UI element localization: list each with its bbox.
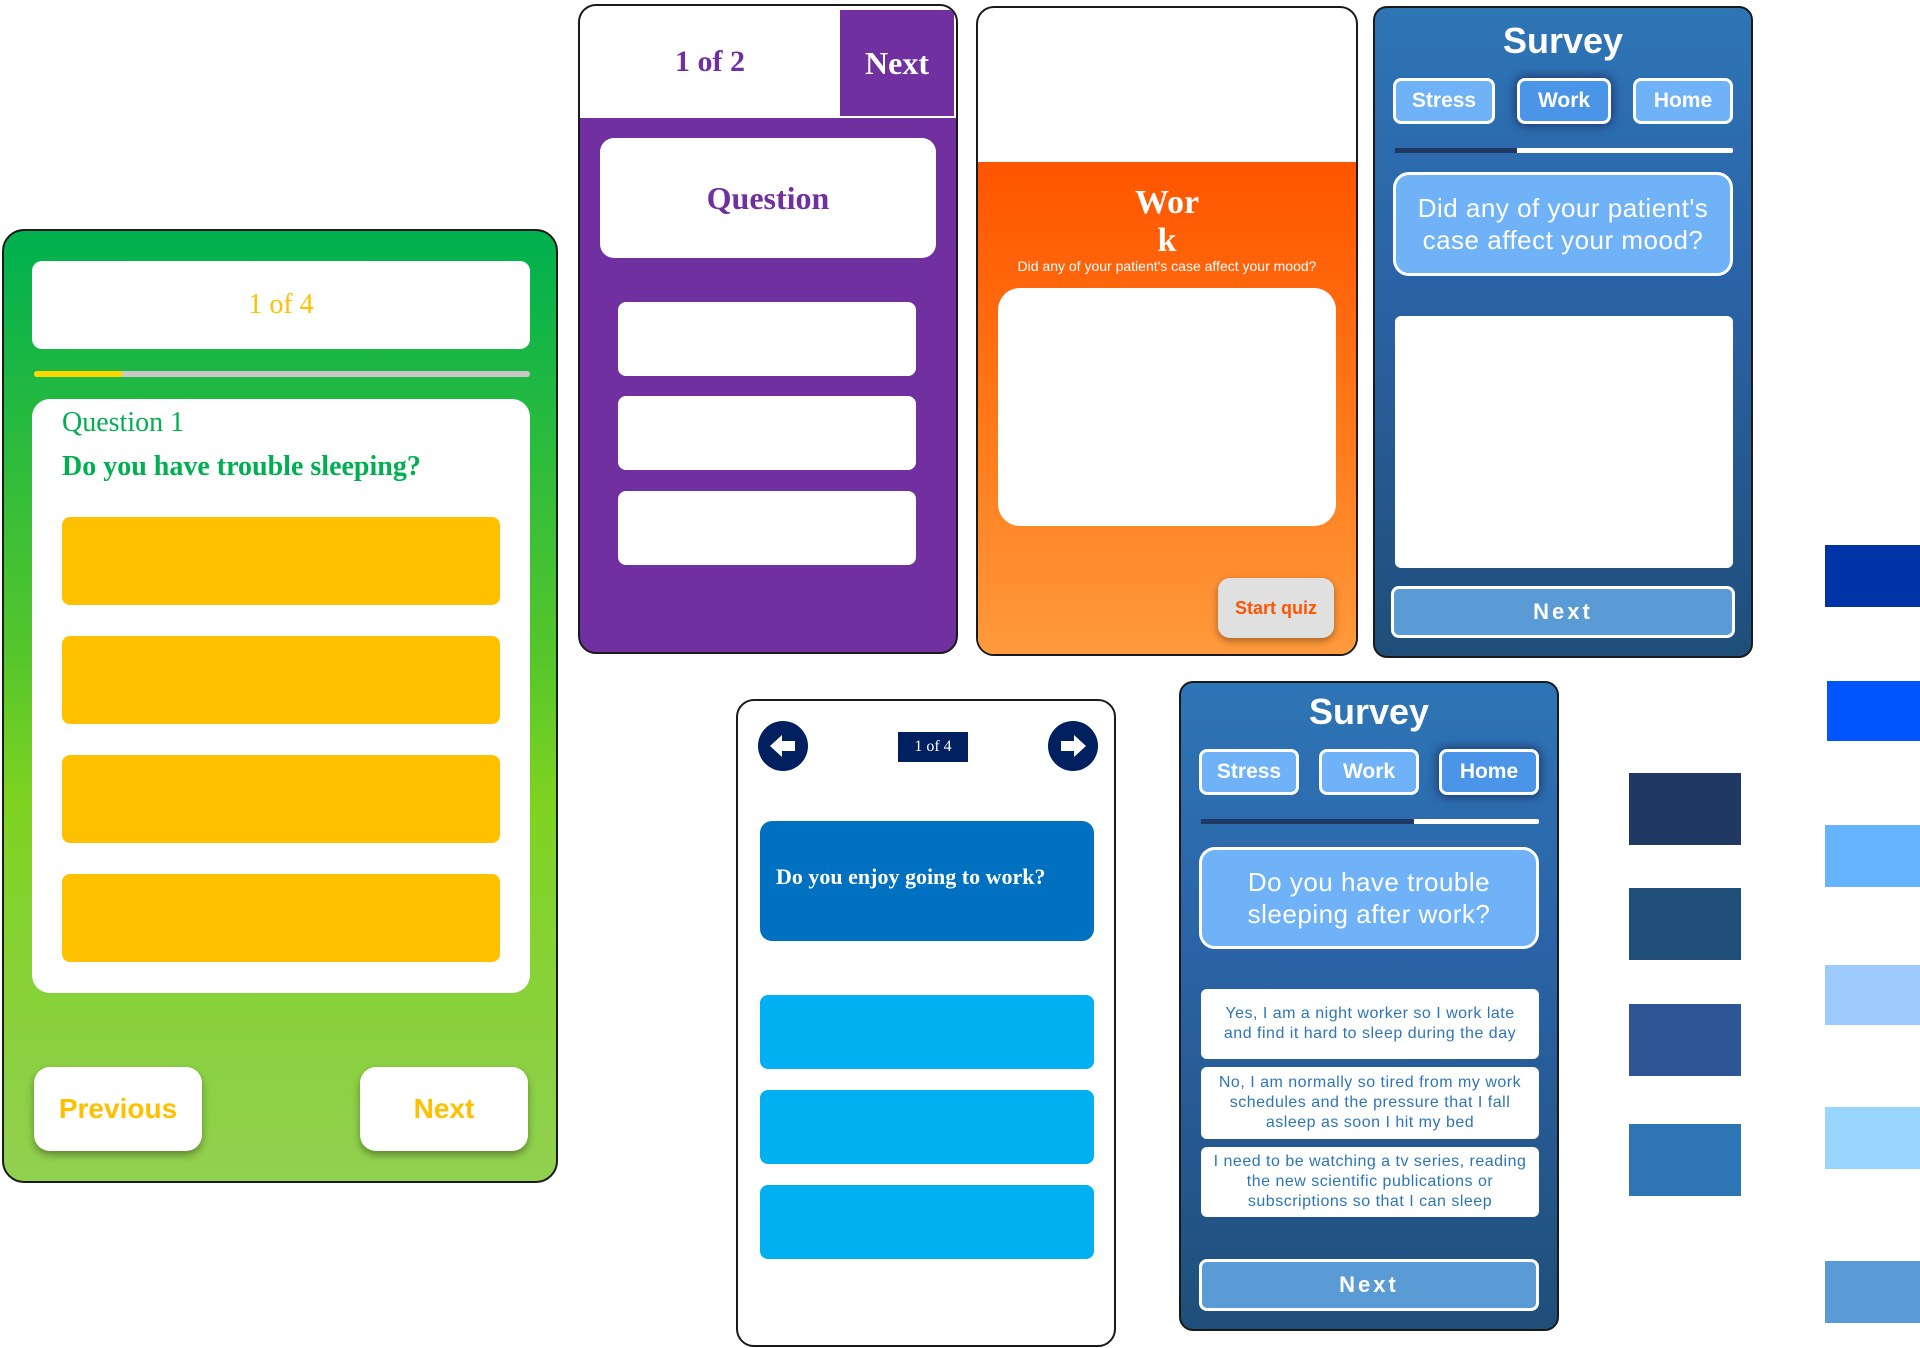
question-box: Question: [600, 138, 936, 258]
arrow-right-icon[interactable]: [1048, 721, 1098, 771]
answer-option[interactable]: [760, 1090, 1094, 1164]
content-box: [998, 288, 1336, 526]
next-button[interactable]: Next: [840, 10, 954, 116]
answer-option[interactable]: I need to be watching a tv series, readi…: [1201, 1147, 1539, 1217]
next-button[interactable]: Next: [1199, 1259, 1539, 1311]
palette-swatch: [1629, 1124, 1741, 1196]
survey-title: Survey: [1308, 691, 1430, 732]
tab-home[interactable]: Home: [1439, 749, 1539, 795]
tab-work[interactable]: Work: [1319, 749, 1419, 795]
answer-option[interactable]: Yes, I am a night worker so I work late …: [1201, 989, 1539, 1059]
palette-swatch: [1827, 681, 1920, 741]
arrow-left-icon[interactable]: [758, 721, 808, 771]
answer-option[interactable]: [618, 491, 916, 565]
question-counter: 1 of 4: [898, 732, 968, 762]
palette-swatch: [1825, 825, 1920, 887]
answer-option[interactable]: [62, 636, 500, 724]
start-quiz-button[interactable]: Start quiz: [1218, 578, 1334, 638]
palette-swatch: [1825, 1107, 1920, 1169]
tab-stress[interactable]: Stress: [1393, 78, 1495, 124]
survey-home-screen: Survey Stress Work Home Do you have trou…: [1179, 681, 1559, 1331]
tab-stress[interactable]: Stress: [1199, 749, 1299, 795]
palette-swatch: [1825, 545, 1920, 607]
orange-intro-screen: Wor k Did any of your patient's case aff…: [976, 6, 1358, 656]
answer-option[interactable]: [62, 874, 500, 962]
survey-title: Survey: [1502, 20, 1624, 61]
green-quiz-screen: 1 of 4 Question 1 Do you have trouble sl…: [2, 229, 558, 1183]
answer-option[interactable]: [760, 1185, 1094, 1259]
topic-subtitle: Did any of your patient's case affect yo…: [1017, 258, 1317, 274]
progress-fill: [34, 371, 124, 377]
palette-swatch: [1629, 1004, 1741, 1076]
answer-option[interactable]: [618, 396, 916, 470]
topic-title-line1: Wor: [1134, 184, 1200, 221]
progress-bar: [34, 371, 530, 377]
question-text: Do you have trouble sleeping?: [62, 451, 421, 482]
question-number: Question 1: [62, 407, 185, 438]
topic-title: Wor k: [978, 184, 1356, 260]
white-quiz-screen: 1 of 4 Do you enjoy going to work?: [736, 699, 1116, 1347]
tab-home[interactable]: Home: [1633, 78, 1733, 124]
answer-option[interactable]: [62, 755, 500, 843]
answer-option[interactable]: No, I am normally so tired from my work …: [1201, 1067, 1539, 1139]
next-button[interactable]: Next: [1391, 586, 1735, 638]
question-counter: 1 of 4: [32, 261, 530, 349]
palette-swatch: [1629, 773, 1741, 845]
question-box: Do you have trouble sleeping after work?: [1199, 847, 1539, 949]
orange-panel: Wor k Did any of your patient's case aff…: [978, 162, 1356, 654]
question-box: Did any of your patient's case affect yo…: [1393, 172, 1733, 276]
progress-fill: [1395, 148, 1517, 153]
question-box: Do you enjoy going to work?: [760, 821, 1094, 941]
progress-fill: [1201, 819, 1414, 824]
palette-swatch: [1825, 1261, 1920, 1323]
answer-option[interactable]: [62, 517, 500, 605]
answer-option[interactable]: [618, 302, 916, 376]
progress-track: [1395, 148, 1733, 153]
survey-work-screen: Survey Stress Work Home Did any of your …: [1373, 6, 1753, 658]
answer-option[interactable]: [760, 995, 1094, 1069]
progress-track: [1201, 819, 1539, 824]
question-card: Question 1 Do you have trouble sleeping?: [32, 399, 530, 993]
next-button[interactable]: Next: [360, 1067, 528, 1151]
tab-work[interactable]: Work: [1517, 78, 1611, 124]
palette-swatch: [1825, 965, 1920, 1025]
question-counter: 1 of 2: [675, 45, 745, 78]
palette-swatch: [1629, 888, 1741, 960]
answer-area[interactable]: [1395, 316, 1733, 568]
previous-button[interactable]: Previous: [34, 1067, 202, 1151]
topic-title-line2: k: [1157, 222, 1177, 259]
purple-quiz-screen: 1 of 2 Next Question: [578, 4, 958, 654]
